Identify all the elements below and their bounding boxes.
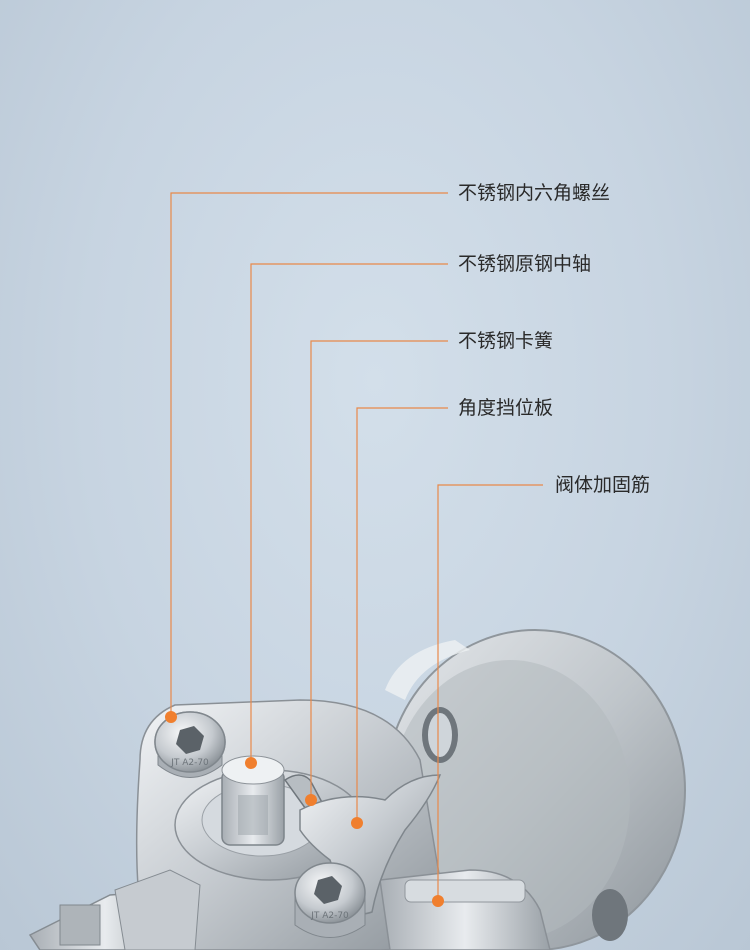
callout-line-clip-spring [310,340,448,800]
callout-line-rib [437,484,543,901]
callout-label-hex-bolt: 不锈钢内六角螺丝 [458,182,611,204]
bottom-hex-bolt: JT A2-70 [294,862,366,938]
callout-label-clip-spring: 不锈钢卡簧 [458,330,554,352]
callout-label-stem: 不锈钢原钢中轴 [458,253,592,275]
callout-label-rib: 阀体加固筋 [555,474,651,496]
bolt-marking-top: JT A2-70 [170,758,209,768]
callout-dots [165,711,444,907]
top-hex-bolt: JT A2-70 [154,711,226,778]
callout-dot-stop-plate [351,817,363,829]
callout-dot-rib [432,895,444,907]
callout-line-stem [250,263,448,763]
callout-dot-hex-bolt [165,711,177,723]
callout-line-hex-bolt [170,192,448,717]
callout-lines [170,192,543,901]
flange [384,629,686,950]
stem-shaft [221,755,285,846]
callout-dot-clip-spring [305,794,317,806]
left-pipe [28,869,201,950]
callout-label-stop-plate: 角度挡位板 [458,397,554,419]
callout-dot-stem [245,757,257,769]
callout-line-stop-plate [356,407,448,823]
bolt-marking-bottom: JT A2-70 [310,911,349,921]
